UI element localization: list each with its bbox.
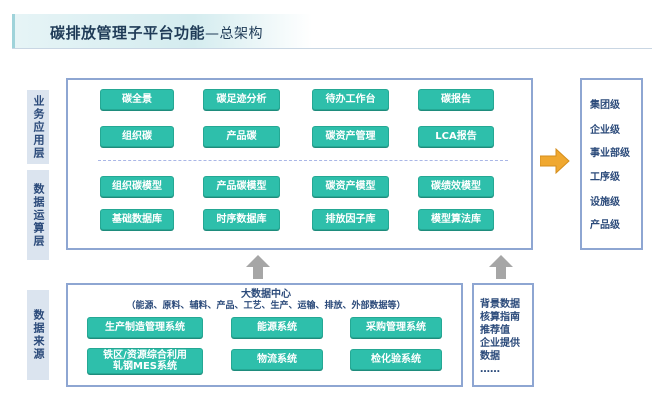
side-label-computing: 数据运算层 [27, 170, 49, 260]
page-title-sub: —总架构 [205, 26, 264, 42]
page-title-main: 碳排放管理子平台功能 [50, 24, 206, 42]
module-carbon-report[interactable]: 碳报告 [418, 89, 494, 110]
level-facility: 设施级 [590, 197, 620, 208]
external-data-ellipsis: …… [480, 364, 500, 375]
external-data-recommended: 推荐值 [480, 325, 510, 336]
level-division: 事业部级 [590, 148, 630, 159]
side-label-source: 数据来源 [27, 290, 49, 380]
title-underline [12, 48, 652, 49]
source-energy-system[interactable]: 能源系统 [231, 317, 323, 338]
level-process: 工序级 [590, 172, 620, 183]
source-logistics-system[interactable]: 物流系统 [231, 349, 323, 370]
external-data-data: 数据 [480, 351, 500, 362]
page-title: 碳排放管理子平台功能—总架构 [50, 22, 263, 43]
title-bar [12, 14, 312, 48]
source-inspection-system[interactable]: 检化验系统 [350, 349, 442, 370]
module-timeseries-database[interactable]: 时序数据库 [203, 209, 280, 230]
external-data-background: 背景数据 [480, 299, 520, 310]
module-emission-factor-library[interactable]: 排放因子库 [312, 209, 389, 230]
source-iron-mes-line1: 铁区/资源综合利用 [103, 350, 187, 361]
levels-panel [580, 78, 643, 250]
module-product-carbon-model[interactable]: 产品碳模型 [203, 176, 280, 197]
data-center-subtitle: （能源、原料、辅料、产品、工艺、生产、运输、排放、外部数据等） [126, 301, 406, 311]
layer-divider [98, 160, 508, 161]
module-carbon-overview[interactable]: 碳全景 [100, 89, 174, 110]
module-product-carbon[interactable]: 产品碳 [203, 126, 280, 147]
module-lca-report[interactable]: LCA报告 [418, 126, 494, 147]
module-footprint-analysis[interactable]: 碳足迹分析 [203, 89, 280, 110]
level-product: 产品级 [590, 220, 620, 231]
source-iron-mes-system[interactable]: 铁区/资源综合利用 轧钢MES系统 [87, 348, 203, 374]
module-asset-management[interactable]: 碳资产管理 [312, 126, 389, 147]
side-label-business: 业务应用层 [27, 90, 49, 164]
module-model-algorithm-library[interactable]: 模型算法库 [418, 209, 494, 230]
source-production-management[interactable]: 生产制造管理系统 [87, 317, 203, 338]
module-org-carbon-model[interactable]: 组织碳模型 [100, 176, 174, 197]
level-enterprise: 企业级 [590, 125, 620, 136]
right-arrow-icon [540, 148, 570, 174]
module-asset-model[interactable]: 碳资产模型 [312, 176, 389, 197]
module-todo-workbench[interactable]: 待办工作台 [312, 89, 389, 110]
source-procurement-management[interactable]: 采购管理系统 [350, 317, 442, 338]
source-iron-mes-line2: 轧钢MES系统 [113, 361, 177, 372]
level-group: 集团级 [590, 100, 620, 111]
external-data-guide: 核算指南 [480, 312, 520, 323]
data-center-title: 大数据中心 [241, 289, 291, 300]
external-data-panel [472, 283, 534, 387]
up-arrow-icon [489, 255, 513, 279]
module-base-database[interactable]: 基础数据库 [100, 209, 174, 230]
module-performance-model[interactable]: 碳绩效模型 [418, 176, 494, 197]
module-org-carbon[interactable]: 组织碳 [100, 126, 174, 147]
external-data-enterprise: 企业提供 [480, 338, 520, 349]
up-arrow-icon [246, 255, 270, 279]
